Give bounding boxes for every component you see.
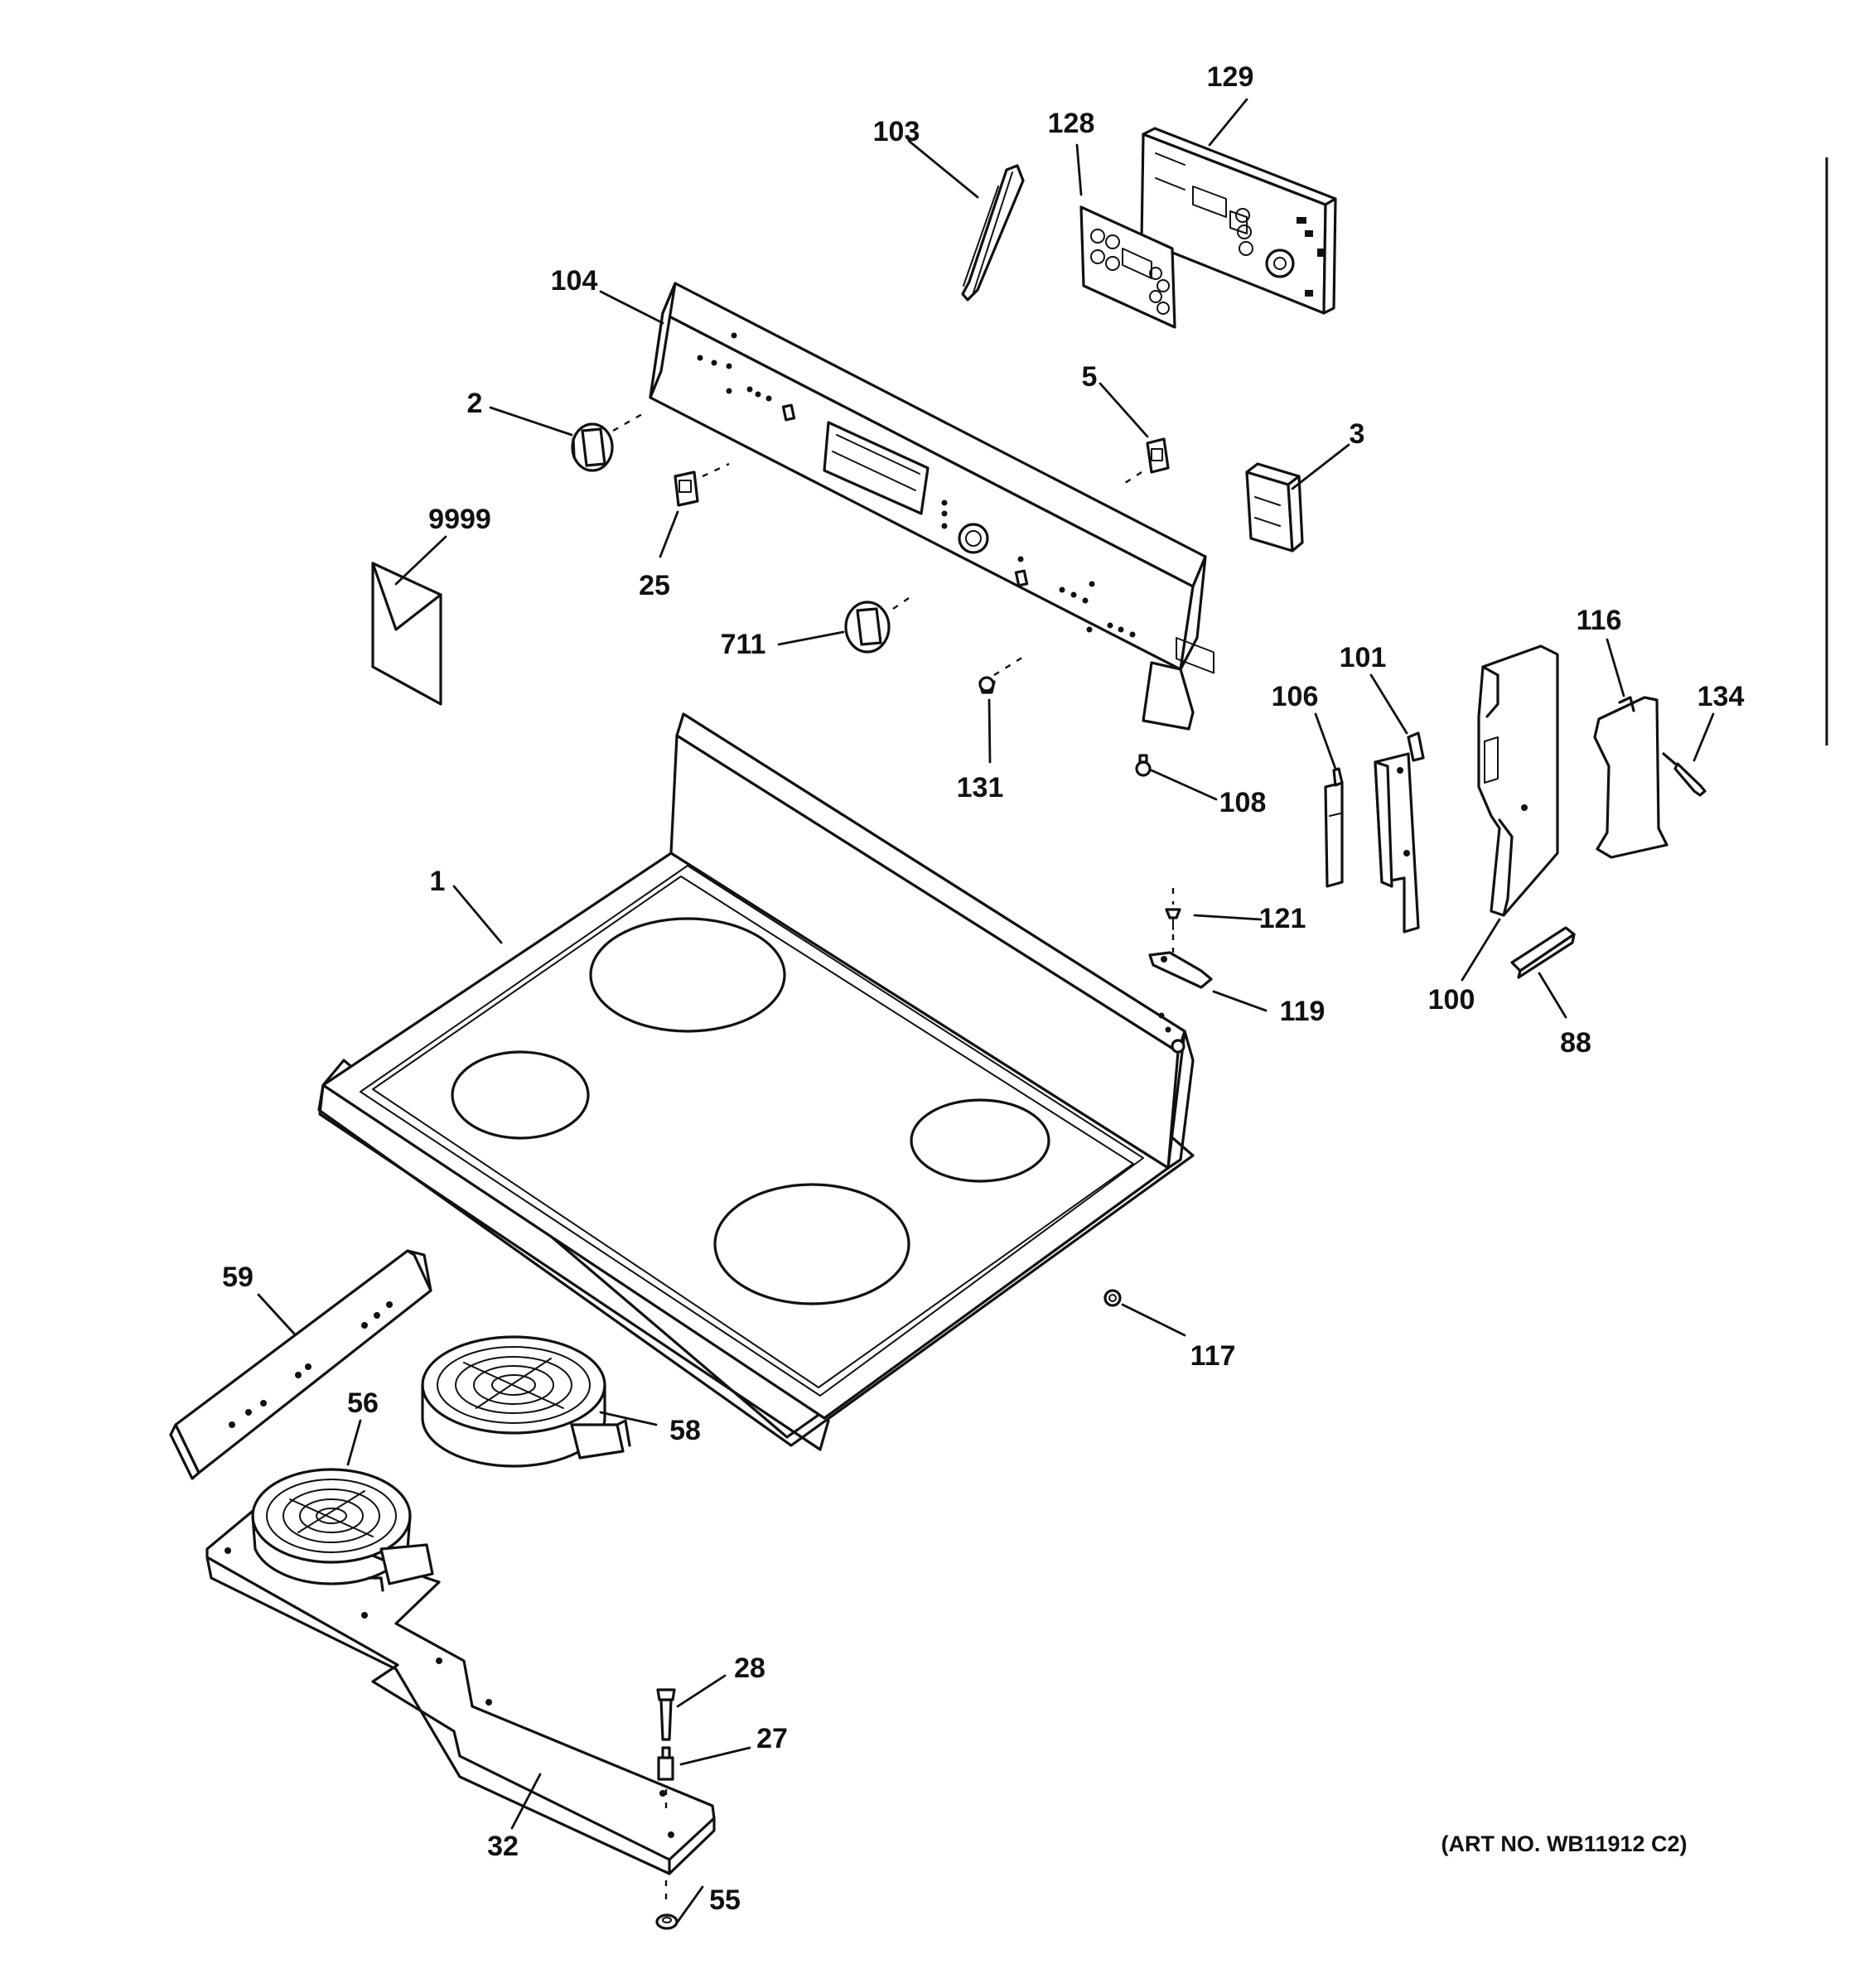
knob-left-dash <box>612 413 643 432</box>
burner-rail-59 <box>169 1249 432 1480</box>
literature-packet <box>371 562 442 706</box>
stud-28 <box>656 1688 676 1741</box>
callout-134: 134 <box>1697 681 1745 712</box>
control-panel-backsplash <box>649 282 1207 731</box>
callout-59: 59 <box>222 1262 254 1293</box>
leader-lines <box>257 98 1715 1923</box>
callout-711: 711 <box>721 629 766 660</box>
end-cap-116 <box>1593 696 1668 859</box>
knob-bottom <box>844 601 891 654</box>
callout-56: 56 <box>347 1387 379 1419</box>
callout-129: 129 <box>1207 61 1254 93</box>
hinge-bracket <box>1148 951 1213 989</box>
callout-28: 28 <box>734 1653 765 1684</box>
knob-bottom-dash <box>892 596 912 610</box>
callout-116: 116 <box>1577 605 1622 636</box>
cooktop-glass <box>317 712 1195 1451</box>
callout-32: 32 <box>487 1831 519 1862</box>
callout-128: 128 <box>1048 108 1095 139</box>
screw-108 <box>1135 754 1152 777</box>
callout-5: 5 <box>1082 361 1098 393</box>
side-trim-100 <box>1477 644 1559 917</box>
screw-121 <box>1165 908 1181 930</box>
callout-117: 117 <box>1190 1340 1236 1372</box>
burner-58 <box>421 1335 631 1468</box>
callout-121: 121 <box>1259 903 1306 934</box>
burner-56 <box>251 1468 434 1592</box>
callout-27: 27 <box>756 1723 788 1754</box>
callout-101: 101 <box>1340 642 1387 673</box>
screw-131-dash <box>993 653 1028 677</box>
screw-131 <box>978 676 996 694</box>
trim-clip-88 <box>1510 926 1576 979</box>
art-number: (ART NO. WB11912 C2) <box>1441 1831 1687 1856</box>
callout-2: 2 <box>467 388 483 419</box>
callout-55: 55 <box>709 1884 741 1916</box>
bracket-106 <box>1324 767 1344 888</box>
callout-labels: 129 103 128 104 5 2 3 9999 25 711 116 10… <box>222 61 1744 1916</box>
nut-117 <box>1103 1289 1122 1307</box>
callout-25: 25 <box>639 570 670 601</box>
callout-103: 103 <box>873 116 920 147</box>
relay-block <box>1245 462 1304 552</box>
switch-25 <box>674 470 699 507</box>
callout-106: 106 <box>1272 681 1319 712</box>
stud-27 <box>657 1746 674 1781</box>
switch-5-dash <box>1122 470 1142 486</box>
membrane-overlay <box>1079 205 1176 329</box>
knob-left <box>571 422 614 472</box>
control-board <box>1140 127 1337 674</box>
callout-58: 58 <box>669 1415 701 1446</box>
callout-3: 3 <box>1350 418 1365 450</box>
callout-88: 88 <box>1560 1027 1591 1059</box>
callout-131: 131 <box>957 772 1004 803</box>
callout-9999: 9999 <box>428 504 491 535</box>
callout-119: 119 <box>1280 996 1326 1027</box>
bracket-101 <box>1374 731 1425 934</box>
callout-1: 1 <box>430 866 446 897</box>
screw-134 <box>1662 752 1707 797</box>
nut-55 <box>655 1913 678 1930</box>
wire-harness <box>961 164 1025 302</box>
switch-5 <box>1146 437 1170 474</box>
callout-108: 108 <box>1219 787 1267 818</box>
callout-104: 104 <box>551 265 598 297</box>
burner-support-pan <box>205 1506 716 1875</box>
switch-25-dash <box>702 462 730 478</box>
callout-100: 100 <box>1428 984 1475 1016</box>
